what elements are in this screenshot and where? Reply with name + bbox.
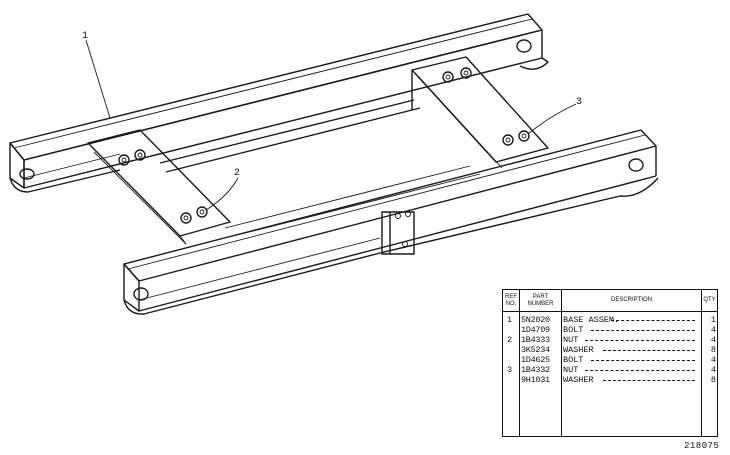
nut-group-right-upper: [442, 67, 472, 83]
qty-header: QTY: [701, 290, 717, 312]
desc-cell: BOLT: [563, 325, 584, 335]
callout-1-label: 1: [82, 31, 88, 42]
ref-cell: 3: [507, 365, 513, 375]
part-cell: 5N2020: [521, 315, 550, 325]
part-cell: 1D4625: [521, 355, 550, 365]
qty-cell: 8: [710, 375, 716, 385]
part-cell: 3K5234: [521, 345, 550, 355]
center-member: [159, 99, 481, 237]
description-header: DESCRIPTION: [561, 290, 701, 312]
table-row: 3K5234 WASHER 8: [503, 345, 717, 355]
parts-list-table: REF NO. PART NUMBER DESCRIPTION QTY 1 5N…: [502, 289, 718, 437]
desc-cell: BOLT: [563, 355, 584, 365]
qty-cell: 8: [710, 345, 716, 355]
callout-2-label: 2: [234, 168, 240, 179]
front-frame-rail: [123, 129, 659, 315]
qty-cell: 4: [710, 365, 716, 375]
table-row: 1 5N2020 BASE ASSEM. 1: [503, 315, 717, 325]
table-row: 2 1B4333 NUT 4: [503, 335, 717, 345]
part-cell: 1B4333: [521, 335, 550, 345]
left-cross-plate: [87, 129, 231, 245]
desc-cell: NUT: [563, 335, 579, 345]
desc-cell: BASE ASSEM.: [563, 315, 620, 325]
center-bracket: [381, 211, 415, 255]
part-cell: 1D4709: [521, 325, 550, 335]
callout-3-label: 3: [576, 97, 582, 108]
part-cell: 1B4332: [521, 365, 550, 375]
callout-1: 1: [82, 31, 111, 119]
desc-cell: WASHER: [563, 345, 594, 355]
callout-2: 2: [205, 168, 240, 211]
qty-cell: 4: [710, 325, 716, 335]
desc-cell: NUT: [563, 365, 579, 375]
nut-group-left-lower: [180, 206, 208, 224]
ref-cell: 2: [507, 335, 513, 345]
table-row: 1D4625 BOLT 4: [503, 355, 717, 365]
table-row: 3 1B4332 NUT 4: [503, 365, 717, 375]
qty-cell: 1: [710, 315, 716, 325]
table-row: 1D4709 BOLT 4: [503, 325, 717, 335]
drawing-number: 218075: [684, 441, 720, 451]
desc-cell: WASHER: [563, 375, 594, 385]
callout-3: 3: [527, 97, 582, 135]
rear-frame-rail: [9, 13, 549, 193]
qty-cell: 4: [710, 355, 716, 365]
right-cross-plate: [411, 56, 549, 169]
nut-group-left-upper: [118, 149, 146, 166]
nut-group-right-lower: [502, 130, 530, 146]
part-cell: 9H1031: [521, 375, 550, 385]
ref-cell: 1: [507, 315, 513, 325]
table-row: 9H1031 WASHER 8: [503, 375, 717, 385]
qty-cell: 4: [710, 335, 716, 345]
ref-no-header: REF NO.: [503, 290, 519, 312]
part-number-header: PART NUMBER: [519, 290, 561, 312]
